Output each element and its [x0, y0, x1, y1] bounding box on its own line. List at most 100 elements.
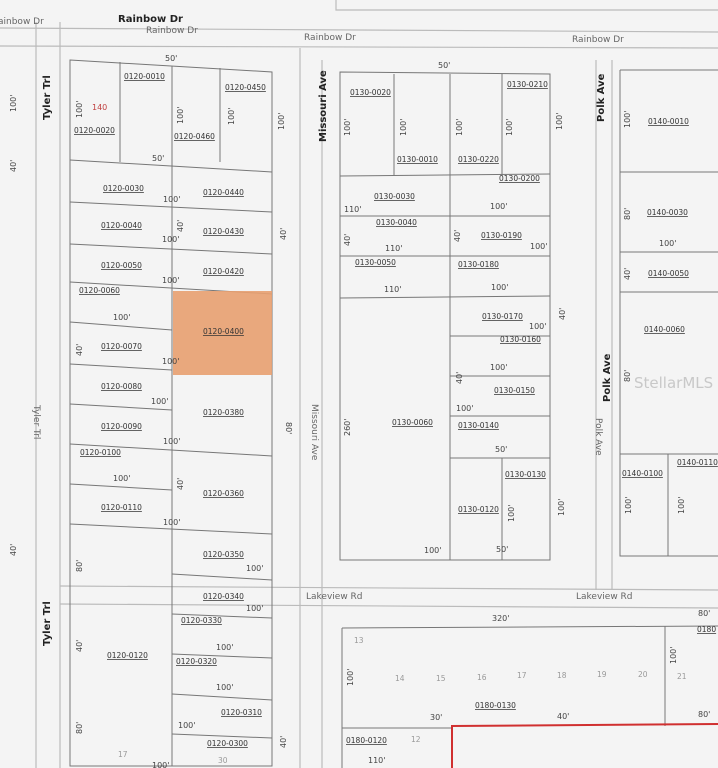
lot-number: 14 [395, 674, 405, 683]
dimension: 40' [453, 230, 462, 242]
dimension: 100' [491, 283, 508, 292]
street-label-lakeview: Lakeview Rd [306, 592, 363, 602]
street-label-missouri: Missouri Ave [309, 404, 319, 461]
street-label-tyler: Tyler Trl [31, 404, 41, 439]
dimension: 110' [344, 205, 361, 214]
dimension: 50' [438, 61, 450, 70]
dimension: 100' [9, 95, 18, 112]
dimension: 100' [163, 195, 180, 204]
parcel-label: 0130-0190 [481, 231, 522, 240]
dimension: 100' [624, 497, 633, 514]
dimension: 320' [492, 614, 509, 623]
lot-lines [69, 59, 718, 768]
dimension: 100' [162, 357, 179, 366]
dimension-labels: 50' 50' 100' 100' 100' 100' 100' 100' 10… [9, 54, 710, 768]
lot-number: 16 [477, 673, 487, 682]
dimension: 40' [75, 344, 84, 356]
dimension: 100' [677, 497, 686, 514]
parcel-label: 0130-0040 [376, 218, 417, 227]
parcel-label: 0130-0030 [374, 192, 415, 201]
dimension: 100' [490, 202, 507, 211]
dimension: 80' [623, 208, 632, 220]
parcel-label: 0130-0170 [482, 312, 523, 321]
dimension: 100' [456, 404, 473, 413]
parcel-label: 0120-0010 [124, 72, 165, 81]
parcel-label: 0130-0180 [458, 260, 499, 269]
parcel-label: 0120-0030 [103, 184, 144, 193]
parcel-label: 0130-0160 [500, 335, 541, 344]
street-label-rainbow: ainbow Dr [0, 17, 44, 27]
dimension: 40' [75, 640, 84, 652]
parcel-label: 0120-0060 [79, 286, 120, 295]
dimension: 100' [669, 647, 678, 664]
dimension: 40' [455, 372, 464, 384]
lot-number: 12 [411, 735, 421, 744]
dimension: 100' [346, 669, 355, 686]
lot-numbers: 140 13 14 15 16 17 18 19 20 21 12 17 30 [92, 103, 687, 765]
dimension: 100' [163, 518, 180, 527]
dimension: 40' [623, 268, 632, 280]
dimension: 80' [75, 560, 84, 572]
dimension: 100' [246, 604, 263, 613]
parcel-labels: 0120-0010 0120-0450 0120-0020 0120-0460 … [74, 72, 718, 748]
parcel-label: 0130-0060 [392, 418, 433, 427]
subject-boundary [451, 723, 718, 768]
dimension: 40' [279, 228, 288, 240]
dimension: 80' [623, 370, 632, 382]
dimension: 100' [178, 721, 195, 730]
parcel-label: 0120-0420 [203, 267, 244, 276]
dimension: 100' [424, 546, 441, 555]
parcel-label: 0120-0090 [101, 422, 142, 431]
parcel-label: 0130-0050 [355, 258, 396, 267]
dimension: 40' [279, 736, 288, 748]
dimension: 80' [284, 422, 293, 434]
street-label-polk: Polk Ave [593, 418, 603, 456]
dimension: 100' [113, 474, 130, 483]
dimension: 100' [75, 101, 84, 118]
dimension: 100' [162, 235, 179, 244]
parcel-label: 0140-0010 [648, 117, 689, 126]
dimension: 100' [623, 111, 632, 128]
dimension: 100' [246, 564, 263, 573]
street-label-polk: Polk Ave [602, 353, 613, 402]
street-label-lakeview: Lakeview Rd [576, 592, 633, 602]
parcel-label: 0120-0330 [181, 616, 222, 625]
parcel-label: 0120-0110 [101, 503, 142, 512]
watermark: StellarMLS [634, 374, 713, 392]
parcel-label: 0120-0350 [203, 550, 244, 559]
dimension: 100' [343, 119, 352, 136]
lot-number: 140 [92, 103, 107, 112]
parcel-label: 0140-0100 [622, 469, 663, 478]
street-label-rainbow: Rainbow Dr [572, 35, 624, 45]
dimension: 100' [505, 119, 514, 136]
parcel-label: 0140-0060 [644, 325, 685, 334]
parcel-label: 0120-0080 [101, 382, 142, 391]
parcel-label: 0180-0130 [475, 701, 516, 710]
parcel-label: 0120-0340 [203, 592, 244, 601]
parcel-label: 0130-0210 [507, 80, 548, 89]
dimension: 100' [151, 397, 168, 406]
subject-parcel-highlight[interactable] [173, 291, 272, 375]
street-label-tyler: Tyler Trl [42, 75, 53, 120]
dimension: 50' [165, 54, 177, 63]
dimension: 40' [558, 308, 567, 320]
parcel-label: 0140-0030 [647, 208, 688, 217]
parcel-label: 0130-0200 [499, 174, 540, 183]
dimension: 40' [176, 220, 185, 232]
dimension: 80' [75, 722, 84, 734]
parcel-label: 0120-0430 [203, 227, 244, 236]
dimension: 80' [698, 710, 710, 719]
parcel-label: 0130-0120 [458, 505, 499, 514]
parcel-label: 0120-0440 [203, 188, 244, 197]
dimension: 100' [216, 643, 233, 652]
lot-number: 18 [557, 671, 567, 680]
parcel-label: 0130-0010 [397, 155, 438, 164]
dimension: 100' [399, 119, 408, 136]
street-label-rainbow: Rainbow Dr [146, 26, 198, 36]
parcel-label: 0130-0220 [458, 155, 499, 164]
lot-number: 17 [517, 671, 527, 680]
dimension: 260' [343, 419, 352, 436]
dimension: 100' [163, 437, 180, 446]
